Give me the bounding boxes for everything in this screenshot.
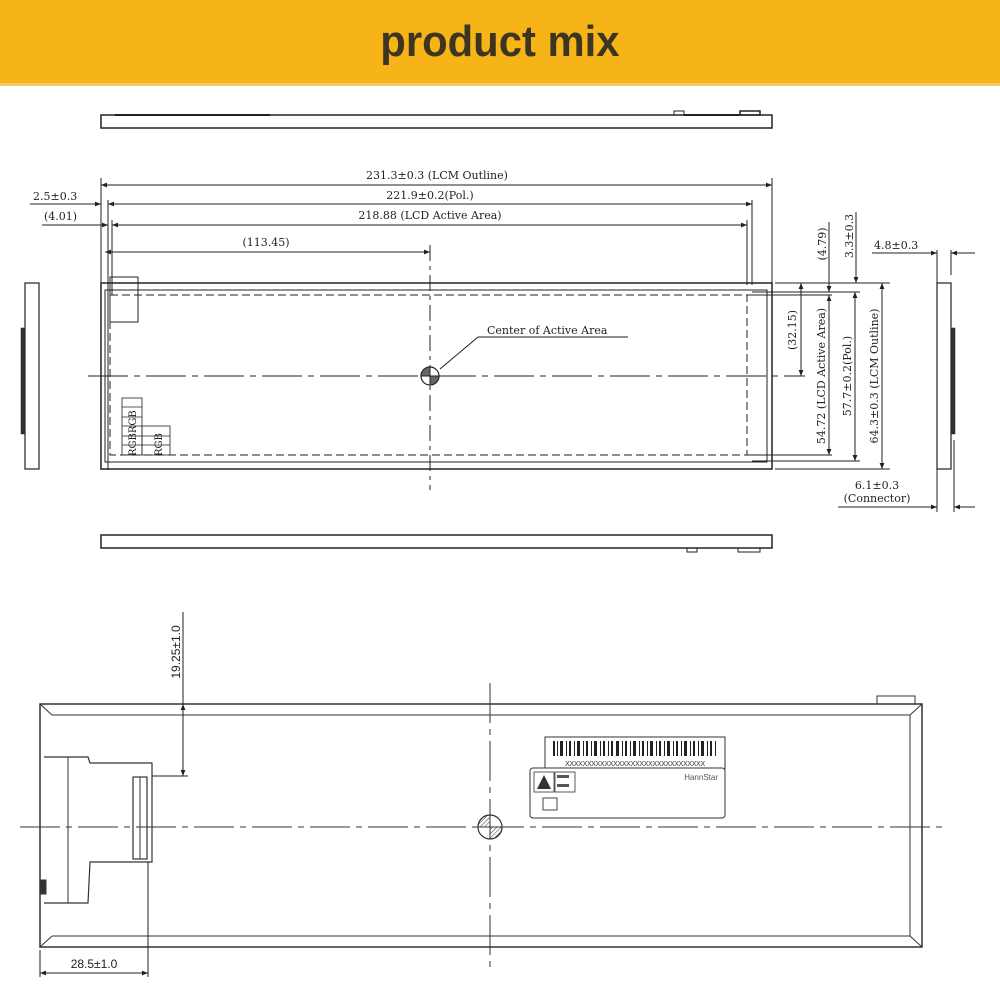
banner: product mix <box>0 0 1000 86</box>
center-of-active-area-label: Center of Active Area <box>487 324 608 337</box>
connector-offset-y-label: 19.25±1.0 <box>169 625 183 679</box>
barcode-text: XXXXXXXXXXXXXXXXXXXXXXXXXXXXXXXX <box>565 761 705 768</box>
front-dimensions <box>30 178 773 490</box>
product-label: XXXXXXXXXXXXXXXXXXXXXXXXXXXXXXXX HannSta… <box>529 736 726 819</box>
pol-height-label: 57.7±0.2(Pol.) <box>841 336 854 416</box>
rear-dimensions <box>39 612 188 977</box>
front-view-panel <box>88 276 805 470</box>
left-margin-outline-label: 2.5±0.3 <box>33 190 77 203</box>
lcm-outline-width-label: 231.3±0.3 (LCM Outline) <box>366 169 508 182</box>
top-margin-pol-label: 3.3±0.3 <box>843 214 856 258</box>
pixel-row-a: RGBRGB <box>128 410 139 456</box>
front-vertical-dimensions <box>747 212 890 470</box>
center-offset-x-label: (113.45) <box>242 236 289 249</box>
technical-drawing: 231.3±0.3 (LCM Outline) 221.9±0.2(Pol.) … <box>20 110 975 977</box>
connector-dim-label: 6.1±0.3 <box>855 479 899 492</box>
bottom-edge-view <box>100 534 773 553</box>
connector-dim-sublabel: (Connector) <box>844 492 911 505</box>
left-margin-active-label: (4.01) <box>44 210 77 223</box>
thickness-label: 4.8±0.3 <box>874 239 918 252</box>
barcode <box>553 741 716 756</box>
rear-view-panel <box>20 683 945 970</box>
active-height-label: 54.72 (LCD Active Area) <box>815 308 828 444</box>
active-width-label: 218.88 (LCD Active Area) <box>358 209 501 222</box>
pol-width-label: 221.9±0.2(Pol.) <box>386 189 473 202</box>
center-offset-y-label: (32.15) <box>786 310 799 350</box>
banner-title: product mix <box>380 16 620 66</box>
pixel-row-b: RGB <box>154 433 165 456</box>
top-edge-view <box>100 110 773 129</box>
pixel-layout <box>121 397 171 456</box>
left-side-view <box>20 282 40 470</box>
lcm-outline-height-label: 64.3±0.3 (LCM Outline) <box>868 309 881 444</box>
connector-offset-x-label: 28.5±1.0 <box>71 957 118 971</box>
top-margin-active-label: (4.79) <box>816 227 829 260</box>
right-side-view <box>838 250 975 512</box>
brand-label: HannStar <box>684 773 718 782</box>
